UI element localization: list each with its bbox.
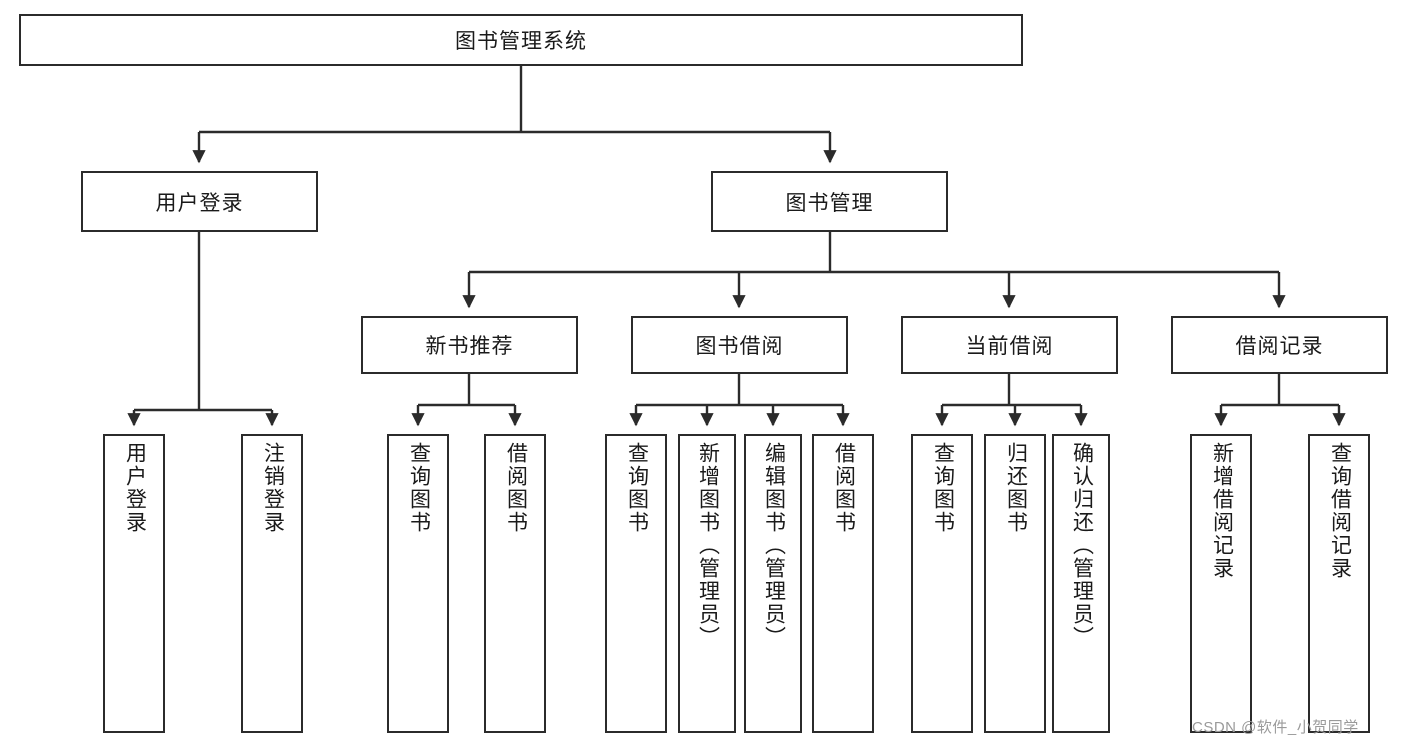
leaf-label: 用户登录	[123, 442, 147, 534]
leaf-confirm-return[interactable]: 确认归还（管理员）	[1052, 434, 1110, 733]
leaf-edit-book[interactable]: 编辑图书（管理员）	[744, 434, 802, 733]
leaf-label: 查询借阅记录	[1328, 442, 1352, 580]
leaf-query-book-recommend[interactable]: 查询图书	[387, 434, 449, 733]
leaf-query-book-borrow[interactable]: 查询图书	[605, 434, 667, 733]
leaf-add-book[interactable]: 新增图书（管理员）	[678, 434, 736, 733]
leaf-user-login[interactable]: 用户登录	[103, 434, 165, 733]
leaf-user-logout[interactable]: 注销登录	[241, 434, 303, 733]
leaf-label: 注销登录	[261, 442, 285, 534]
node-root[interactable]: 图书管理系统	[19, 14, 1023, 66]
leaf-return-book[interactable]: 归还图书	[984, 434, 1046, 733]
leaf-borrow-book-recommend[interactable]: 借阅图书	[484, 434, 546, 733]
leaf-label: 归还图书	[1004, 442, 1028, 534]
leaf-label: 查询图书	[931, 442, 955, 534]
node-book-manage[interactable]: 图书管理	[711, 171, 948, 232]
leaf-label: 借阅图书	[832, 442, 856, 534]
node-user-login[interactable]: 用户登录	[81, 171, 318, 232]
leaf-add-borrow-record[interactable]: 新增借阅记录	[1190, 434, 1252, 733]
leaf-label: 查询图书	[407, 442, 431, 534]
leaf-borrow-book[interactable]: 借阅图书	[812, 434, 874, 733]
leaf-label: 借阅图书	[504, 442, 528, 534]
watermark-text: CSDN @软件_小贺同学	[1192, 719, 1359, 736]
leaf-label: 查询图书	[625, 442, 649, 534]
node-book-borrow[interactable]: 图书借阅	[631, 316, 848, 374]
leaf-label: 编辑图书（管理员）	[762, 442, 786, 649]
node-new-book-recommend[interactable]: 新书推荐	[361, 316, 578, 374]
node-borrow-record[interactable]: 借阅记录	[1171, 316, 1388, 374]
leaf-query-borrow-record[interactable]: 查询借阅记录	[1308, 434, 1370, 733]
leaf-label: 确认归还（管理员）	[1070, 442, 1094, 649]
leaf-label: 新增图书（管理员）	[696, 442, 720, 649]
leaf-label: 新增借阅记录	[1210, 442, 1234, 580]
leaf-query-book-current[interactable]: 查询图书	[911, 434, 973, 733]
node-current-borrow[interactable]: 当前借阅	[901, 316, 1118, 374]
